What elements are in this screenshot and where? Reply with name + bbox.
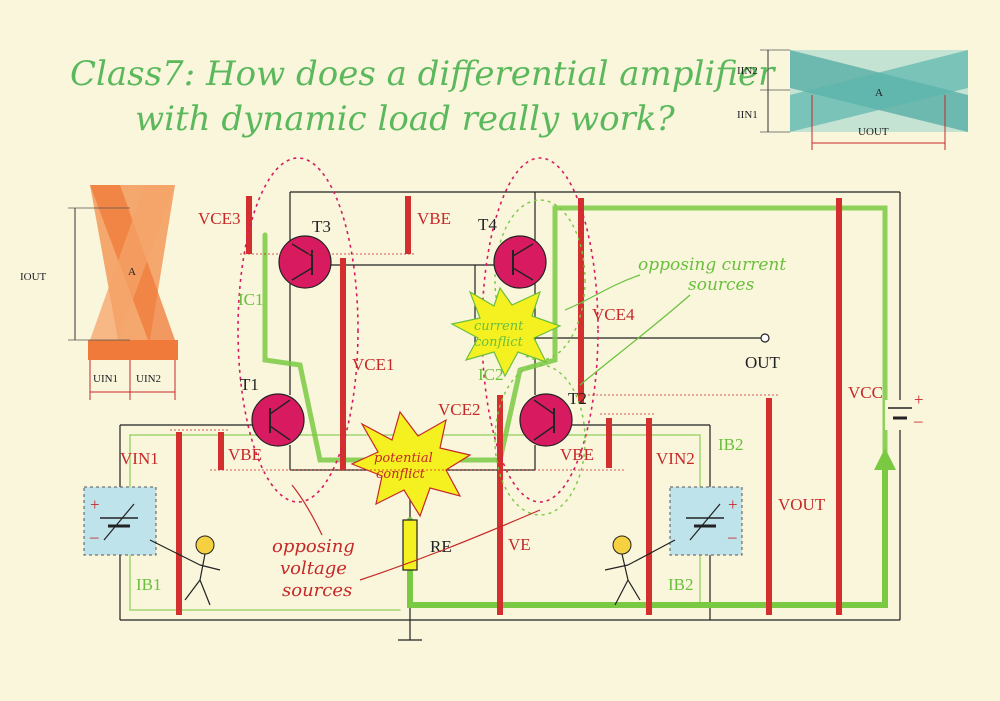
potential-conflict-burst: potential conflict — [350, 410, 472, 518]
vce4-label: VCE4 — [592, 305, 635, 324]
vcc-battery: + – — [885, 390, 924, 430]
iout-label: IOUT — [20, 271, 47, 283]
svg-text:–: – — [727, 527, 737, 546]
opposing-current-pointer-2 — [579, 294, 691, 386]
vin1-label: VIN1 — [120, 449, 159, 468]
voltage-bars — [176, 196, 842, 615]
uin2-label: UIN2 — [136, 373, 161, 385]
uout-label: UOUT — [858, 126, 889, 138]
t1-label: T1 — [240, 375, 259, 394]
title-line-2: with dynamic load really work? — [135, 99, 675, 139]
input-source-right: + – — [669, 486, 743, 556]
vcc-label: VCC — [848, 383, 883, 402]
left-inset-a: A — [128, 266, 136, 278]
vbe-right-label: VBE — [560, 445, 594, 464]
vin2-label: VIN2 — [656, 449, 695, 468]
left-inset: IOUT A UIN1 UIN2 — [20, 185, 178, 400]
opposing-voltage-pointer — [291, 484, 323, 536]
uin1-label: UIN1 — [93, 373, 118, 385]
current-conflict-burst: current conflict — [450, 286, 562, 378]
title-line-1: Class7: How does a differential amplifie… — [70, 54, 776, 94]
vce3-label: VCE3 — [198, 209, 241, 228]
svg-text:+: + — [728, 495, 738, 514]
transistor-t2 — [519, 393, 573, 447]
ib2-bottom-label: IB2 — [668, 575, 694, 594]
potential-conflict-line-1: potential — [374, 451, 433, 466]
stick-figure-right — [604, 535, 676, 606]
vout-label: VOUT — [778, 495, 826, 514]
svg-text:+: + — [90, 495, 100, 514]
opposing-current-line-2: sources — [688, 275, 755, 295]
input-source-left: + – — [83, 486, 157, 556]
transistor-t4 — [493, 235, 547, 289]
vce1-label: VCE1 — [352, 355, 395, 374]
t3-label: T3 — [312, 217, 331, 236]
t4-label: T4 — [478, 215, 497, 234]
opposing-voltage-line-3: sources — [282, 580, 352, 601]
vbe-top-label: VBE — [417, 209, 451, 228]
transistor-t3 — [278, 235, 332, 289]
transistor-t1 — [251, 393, 305, 447]
out-terminal — [760, 333, 770, 343]
ve-label: VE — [508, 535, 531, 554]
opposing-current-pointer — [564, 274, 641, 311]
stick-figure-left — [149, 535, 221, 606]
iin2-label: IIN2 — [737, 65, 758, 77]
dotted-ellipses — [237, 157, 599, 503]
svg-text:+: + — [914, 390, 924, 409]
current-arrow — [874, 448, 896, 470]
reference-dashes — [170, 253, 780, 471]
re-label: RE — [430, 537, 452, 556]
opposing-voltage-pointer-2 — [359, 509, 541, 581]
opposing-voltage-line-2: voltage — [280, 558, 347, 579]
potential-conflict-line-2: conflict — [376, 467, 426, 482]
ib2-top-label: IB2 — [718, 435, 744, 454]
ib1-label: IB1 — [136, 575, 162, 594]
current-conflict-line-1: current — [474, 319, 524, 334]
svg-text:–: – — [89, 527, 99, 546]
right-inset-a: A — [875, 87, 883, 99]
iin1-label: IIN1 — [737, 109, 758, 121]
ic2-label: IC2 — [478, 365, 504, 384]
svg-text:–: – — [913, 411, 923, 430]
ic1-label: IC1 — [238, 290, 264, 309]
current-conflict-line-2: conflict — [474, 335, 524, 350]
t2-label: T2 — [568, 389, 587, 408]
vce2-label: VCE2 — [438, 400, 481, 419]
opposing-voltage-line-1: opposing — [272, 536, 355, 557]
opposing-current-line-1: opposing current — [638, 255, 786, 275]
right-inset: IIN2 IIN1 A UOUT — [737, 49, 968, 150]
re-resistor — [402, 519, 418, 571]
out-label: OUT — [745, 353, 781, 372]
vbe-left-label: VBE — [228, 445, 262, 464]
